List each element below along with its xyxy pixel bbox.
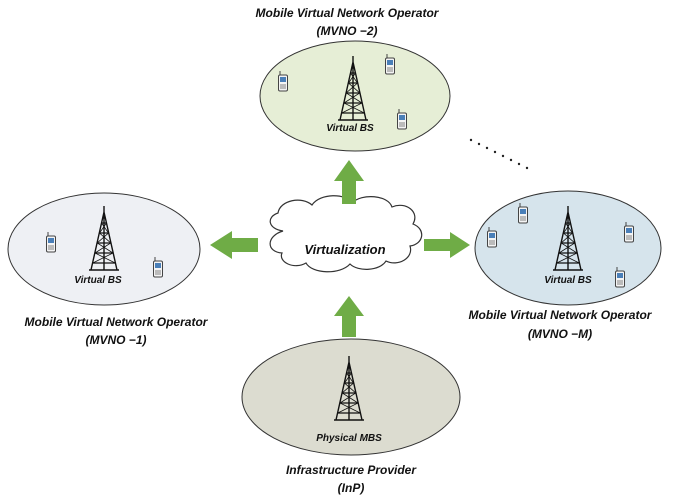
arrow-up-from-inp-icon — [334, 296, 364, 337]
inp-title: Infrastructure Provider — [286, 463, 417, 477]
inp-group: Physical MBS Infrastructure Provider (In… — [241, 338, 461, 495]
mvno-1-id: (MVNO −1) — [85, 333, 146, 347]
mvno-m-group: Virtual BS Mobile Virtual Network Operat… — [469, 190, 662, 341]
arrow-up-to-mvno-2-icon — [334, 160, 364, 204]
mvno-1-group: Virtual BS Mobile Virtual Network Operat… — [7, 192, 209, 347]
mvno-2-title: Mobile Virtual Network Operator — [256, 6, 440, 20]
more-operators-dots — [469, 138, 529, 170]
inp-bs-label: Physical MBS — [316, 433, 382, 444]
mvno-1-bs-label: Virtual BS — [74, 275, 122, 286]
arrow-right-to-mvno-m-icon — [424, 232, 470, 258]
cloud-icon — [269, 195, 423, 273]
mvno-2-id: (MVNO −2) — [316, 24, 377, 38]
inp-ellipse — [241, 338, 461, 456]
virtualization-label: Virtualization — [304, 242, 385, 257]
mvno-2-group: Mobile Virtual Network Operator (MVNO −2… — [256, 6, 451, 152]
arrow-left-to-mvno-1-icon — [210, 231, 258, 259]
mvno-1-title: Mobile Virtual Network Operator — [25, 315, 209, 329]
mvno-m-bs-label: Virtual BS — [544, 275, 592, 286]
mvno-2-bs-label: Virtual BS — [326, 123, 374, 134]
mvno-m-title: Mobile Virtual Network Operator — [469, 308, 653, 322]
mvno-m-id: (MVNO −M) — [528, 327, 592, 341]
virtualization-cloud: Virtualization — [269, 195, 423, 273]
inp-id: (InP) — [338, 481, 365, 495]
